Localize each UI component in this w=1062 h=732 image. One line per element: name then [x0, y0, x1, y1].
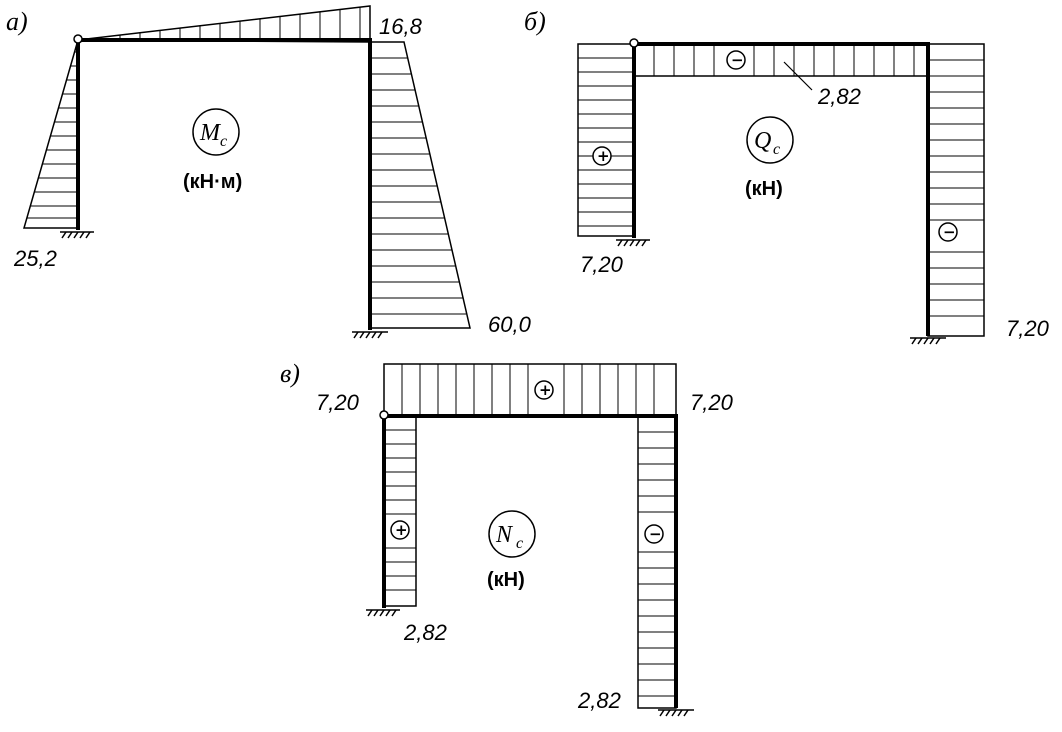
value-c-top-right: 7,20 [690, 390, 734, 415]
sign-b-beam: − [726, 50, 746, 70]
panel-a-letter: а) [6, 7, 28, 36]
symbol-c: N [495, 522, 514, 548]
sign-c-left-column: + [390, 520, 410, 540]
value-c-top-left: 7,20 [316, 390, 360, 415]
value-b-beam: 2,82 [817, 84, 861, 109]
unit-c: (кН) [487, 569, 525, 591]
panel-c-axial-diagram: в) [280, 359, 734, 717]
hinge-a [73, 34, 83, 44]
shear-right-column-area [927, 43, 985, 337]
panel-c-letter: в) [280, 359, 300, 388]
hinge-b [629, 38, 639, 48]
unit-b: (кН) [745, 178, 783, 200]
symbol-circle-c [488, 510, 536, 558]
panel-b-shear-diagram: б) [524, 7, 1050, 345]
value-c-left-base: 2,82 [403, 620, 447, 645]
frame-a [76, 38, 372, 330]
fixed-support-left-b [616, 239, 650, 247]
svg-text:+: + [539, 381, 552, 399]
fixed-support-right-c [658, 709, 694, 717]
svg-text:+: + [395, 521, 408, 539]
moment-left-column-area [23, 39, 79, 229]
svg-text:+: + [597, 147, 610, 165]
axial-right-column-area [637, 415, 677, 709]
moment-beam-area [77, 5, 371, 43]
panel-b-letter: б) [524, 7, 546, 36]
symbol-sub-a: c [220, 133, 227, 150]
value-a-left-base: 25,2 [13, 246, 57, 271]
frame-b [632, 42, 930, 336]
fixed-support-left-a [60, 231, 94, 239]
symbol-sub-c: c [516, 535, 523, 552]
moment-right-column-area [369, 41, 471, 329]
svg-text:−: − [731, 51, 744, 69]
svg-text:−: − [649, 525, 662, 543]
symbol-circle-b [746, 116, 794, 164]
sign-b-left-column: + [592, 146, 612, 166]
symbol-b: Q [754, 128, 771, 154]
shear-left-column-area [577, 43, 635, 237]
svg-text:−: − [943, 223, 956, 241]
axial-beam-area [383, 363, 677, 417]
shear-beam-area [633, 43, 929, 77]
value-b-left-base: 7,20 [580, 252, 624, 277]
hinge-c [379, 410, 389, 420]
sign-b-right-column: − [938, 222, 958, 242]
symbol-sub-b: c [773, 141, 780, 158]
fixed-support-right-a [352, 331, 388, 339]
value-a-top-right: 16,8 [379, 14, 423, 39]
fixed-support-left-c [366, 609, 400, 617]
value-a-right-base: 60,0 [488, 312, 532, 337]
symbol-a: M [199, 120, 222, 146]
leader-b-beam [783, 61, 813, 91]
fixed-support-right-b [910, 337, 946, 345]
sign-c-beam: + [534, 380, 554, 400]
frame-c [382, 414, 678, 708]
unit-a: (кН·м) [183, 171, 242, 193]
value-c-right-base: 2,82 [577, 688, 621, 713]
value-b-right-base: 7,20 [1006, 316, 1050, 341]
axial-left-column-area [383, 415, 417, 607]
panel-a-moment-diagram: а) [6, 5, 532, 339]
sign-c-right-column: − [644, 524, 664, 544]
symbol-circle-a [192, 108, 240, 156]
